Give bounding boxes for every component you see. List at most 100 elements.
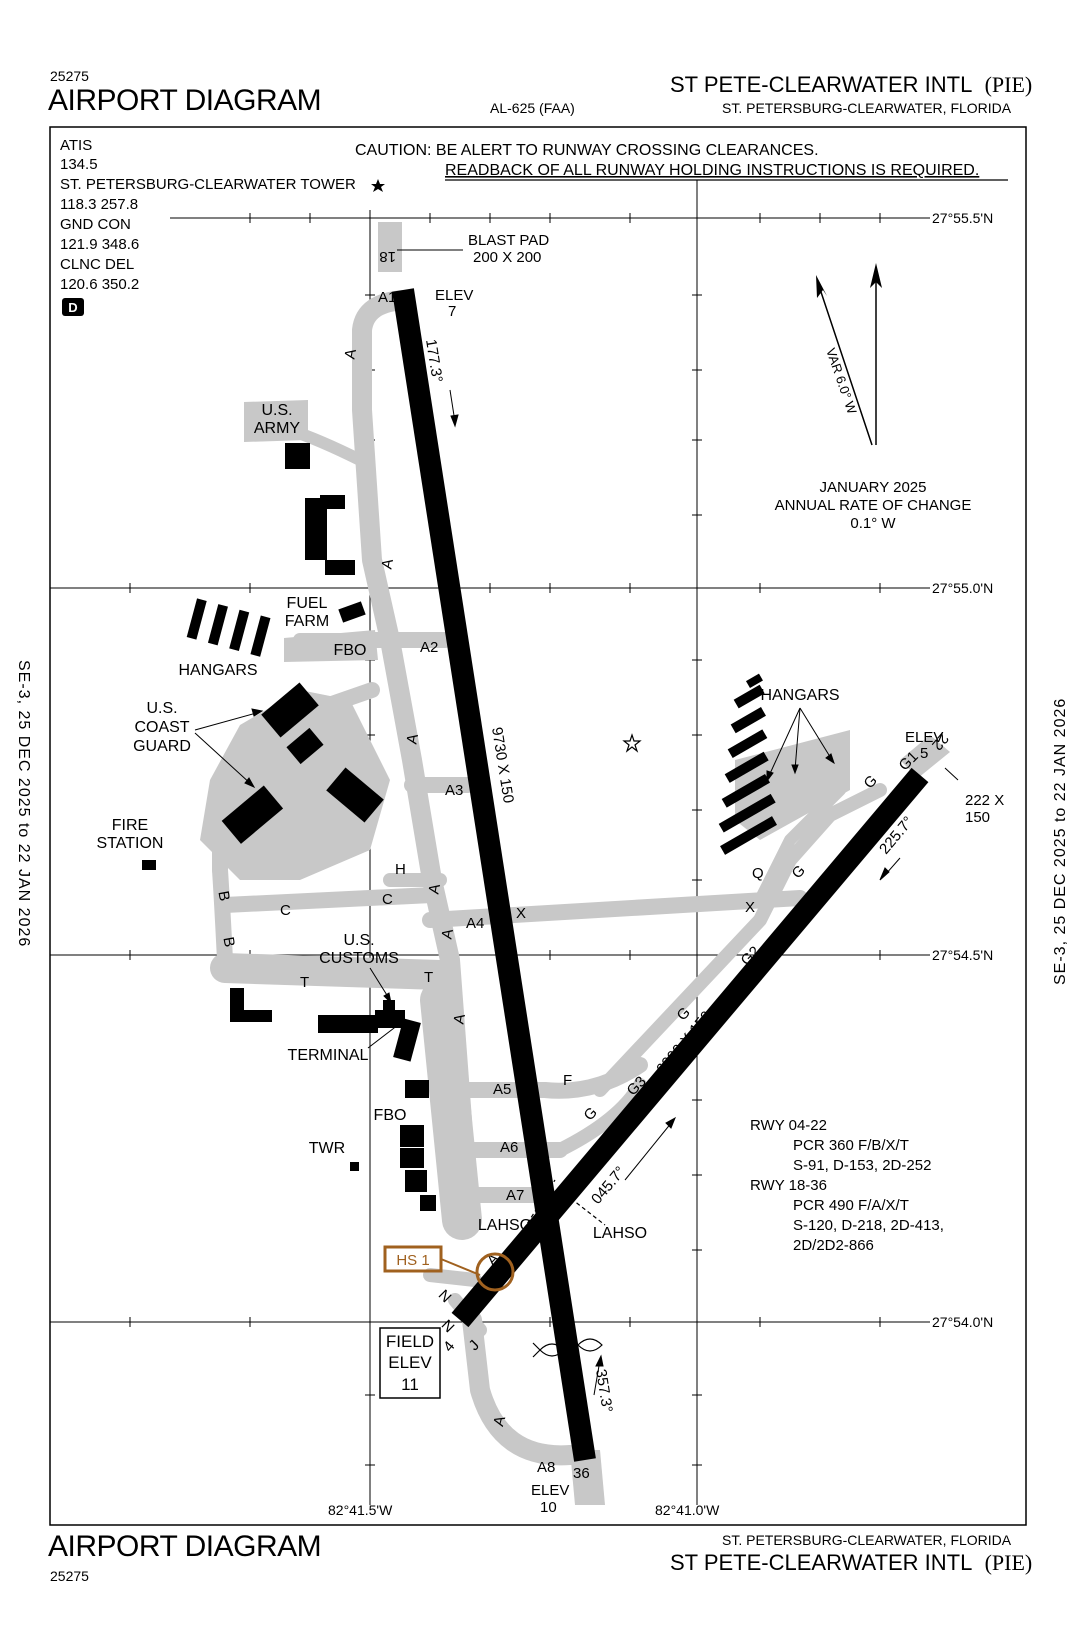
terminal-west	[318, 1015, 378, 1033]
fire-station	[142, 860, 156, 870]
beacon-icon	[622, 733, 642, 753]
elev-18-label: ELEV	[435, 287, 473, 304]
twy-label-a6: A6	[500, 1139, 518, 1156]
fbo-ramp	[284, 630, 378, 662]
fire-station-label-1: FIRE	[112, 817, 148, 834]
true-north-arrow	[870, 263, 882, 288]
leader-lines	[194, 707, 835, 1049]
hdg-357: 357.3°	[592, 1368, 616, 1414]
fbo-south-1	[405, 1080, 429, 1098]
coast-guard-building-3	[326, 767, 384, 823]
footer-title: AIRPORT DIAGRAM	[48, 1530, 322, 1563]
fire-station-label-2: STATION	[97, 835, 164, 852]
lahso-lines	[519, 1179, 606, 1236]
chart-frame	[49, 126, 1027, 1526]
class-d-badge	[62, 298, 84, 316]
rwy-36-label: 36	[573, 1465, 590, 1482]
end22-dims-b: 150	[965, 809, 990, 826]
chart-code: AL-625 (FAA)	[490, 100, 575, 116]
magnetic-compass	[816, 263, 882, 446]
twy-label-a7: A7	[506, 1187, 524, 1204]
taxiway-c	[217, 887, 440, 913]
lon-label-415: 82°41.5'W	[328, 1502, 393, 1518]
lat-label-555: 27°55.5'N	[932, 210, 993, 226]
class-d-letter: D	[68, 300, 77, 315]
rwy-4-label: 4	[440, 1338, 458, 1355]
hangars-label-east: HANGARS	[760, 687, 839, 704]
hangars-label-west: HANGARS	[178, 662, 257, 679]
end36-pad	[570, 1450, 605, 1505]
terminal-east	[393, 1018, 421, 1062]
twy-label-t-2: T	[424, 969, 433, 986]
taxiway-q	[754, 784, 846, 906]
taxiway-g	[593, 783, 887, 1097]
twy-label-c-2: C	[382, 891, 393, 908]
building-north-3	[325, 560, 355, 575]
fish-icon	[532, 1338, 603, 1358]
ramp-terminal	[210, 953, 455, 990]
doc-id: 25275	[50, 68, 89, 84]
field-elev-label-1: FIELD	[386, 1332, 434, 1351]
runway-04-22	[451, 767, 929, 1328]
atis-freq: 134.5	[60, 156, 98, 173]
elev-18-value: 7	[448, 303, 456, 320]
fbo-label-north: FBO	[334, 642, 367, 659]
magvar-rate: 0.1° W	[850, 515, 896, 532]
twy-label-a-6: A	[450, 1013, 468, 1026]
twy-label-a5: A5	[493, 1081, 511, 1098]
fuel-farm-label-2: FARM	[285, 613, 329, 630]
lat-label-550: 27°55.0'N	[932, 580, 993, 596]
caution-line-2: READBACK OF ALL RUNWAY HOLDING INSTRUCTI…	[445, 162, 979, 179]
twy-label-f: F	[563, 1072, 572, 1089]
taxiway-a5-f	[457, 1057, 648, 1099]
coast-guard-building-4	[221, 785, 284, 844]
magvar-date: JANUARY 2025	[819, 479, 926, 496]
twy-label-x-1: X	[516, 905, 526, 922]
taxiway-a-south	[462, 1310, 580, 1466]
hotspot-leader	[440, 1258, 481, 1276]
us-army-label-2: ARMY	[254, 420, 301, 437]
building-sw	[230, 988, 272, 1022]
building-north-1	[305, 498, 327, 560]
elev-22-value: 5	[920, 745, 928, 762]
twy-label-a-2: A	[378, 558, 396, 571]
customs-label-1: U.S.	[343, 932, 374, 949]
customs-building	[383, 1000, 395, 1014]
rwy-18-label: 18	[379, 248, 396, 265]
fbo-south-2	[400, 1125, 424, 1147]
end22-pad	[900, 735, 950, 778]
twy-label-a3: A3	[445, 782, 463, 799]
lat-label-545: 27°54.5'N	[932, 947, 993, 963]
runway-18-36	[392, 288, 596, 1462]
coast-guard-label-1: U.S.	[146, 700, 177, 717]
tower-building	[350, 1162, 359, 1171]
pcr-rwy1836-label: RWY 18-36	[750, 1177, 827, 1194]
twy-label-t-1: T	[300, 974, 309, 991]
pcr-rwy0422-label: RWY 04-22	[750, 1117, 827, 1134]
army-building	[285, 443, 310, 469]
hotspot-label: HS 1	[396, 1252, 429, 1269]
twy-label-a-5: A	[438, 928, 456, 941]
pcr-rwy1836-value: PCR 490 F/A/X/T	[793, 1197, 909, 1214]
magnetic-north-arrow	[816, 275, 827, 298]
clnc-label: CLNC DEL	[60, 256, 134, 273]
twy-label-a-1: A	[341, 348, 359, 361]
magnetic-north-line	[817, 282, 873, 446]
fbo-south-5	[420, 1195, 436, 1211]
hotspot-circle	[475, 1252, 515, 1292]
coast-guard-label-2: COAST	[134, 719, 189, 736]
magvar-rate-label: ANNUAL RATE OF CHANGE	[775, 497, 972, 514]
building-north-2	[320, 495, 345, 509]
twy-label-b-1: B	[214, 890, 232, 903]
hdg-177: 177.3°	[422, 338, 446, 384]
elev-22-label: ELEV	[905, 729, 943, 746]
dims-1836: 9730 X 150	[488, 726, 517, 804]
taxiway-n	[423, 1268, 482, 1287]
coast-guard-label-3: GUARD	[133, 738, 191, 755]
twy-label-b-2: B	[219, 936, 237, 949]
lahso-label-1: LAHSO	[478, 1217, 532, 1234]
customs-label-2: CUSTOMS	[319, 950, 399, 967]
fbo-south-4	[405, 1170, 427, 1192]
lat-label-540: 27°54.0'N	[932, 1314, 993, 1330]
ramp-apron	[420, 980, 482, 1240]
